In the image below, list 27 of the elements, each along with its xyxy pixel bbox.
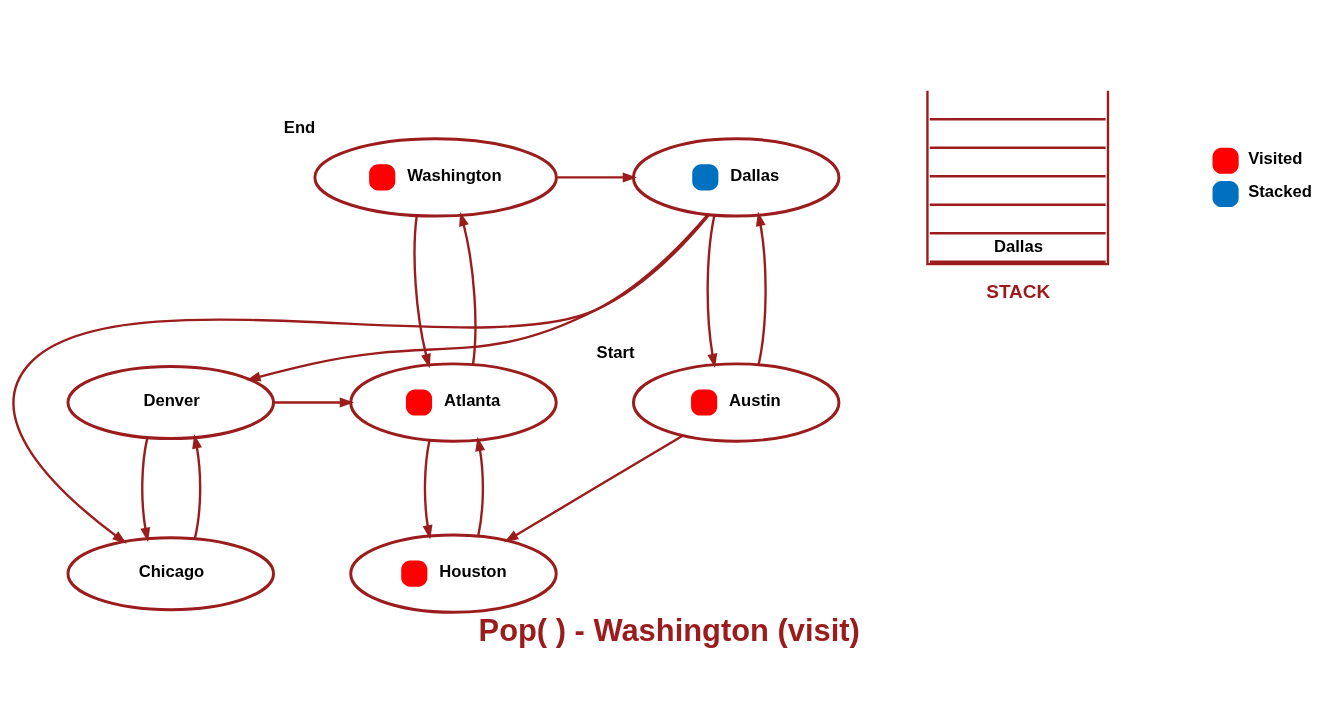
node-ellipse: Chicago: [66, 536, 275, 612]
node-ellipse: Dallas: [631, 137, 841, 218]
legend-label: Visited: [1248, 148, 1303, 168]
node-text: Dallas: [993, 236, 1043, 256]
arrow: [504, 434, 684, 543]
node-ellipse: Washington: [313, 137, 558, 218]
arrow: [557, 172, 637, 183]
arrow: [12, 214, 710, 544]
node-ellipse: Denver: [66, 365, 275, 441]
node-label: End: [283, 118, 316, 138]
node-ellipse: Atlanta: [349, 362, 558, 443]
arrow: [422, 440, 433, 540]
arrow: [413, 215, 431, 369]
arrow: [140, 437, 151, 542]
arrow: [755, 211, 767, 365]
node-label: STACK: [986, 281, 1051, 303]
arrow: [192, 434, 202, 539]
node-ellipse: Austin: [631, 362, 841, 443]
arrow: [246, 214, 709, 382]
arrow: [274, 397, 355, 408]
node-ellipse: Houston: [349, 533, 558, 614]
arrow: [706, 215, 718, 369]
arrow: [475, 436, 486, 537]
node-label: Start: [596, 343, 635, 363]
arrow: [459, 211, 477, 365]
legend-label: Stacked: [1248, 182, 1312, 202]
caption: Pop( ) - Washington (visit): [478, 612, 860, 648]
